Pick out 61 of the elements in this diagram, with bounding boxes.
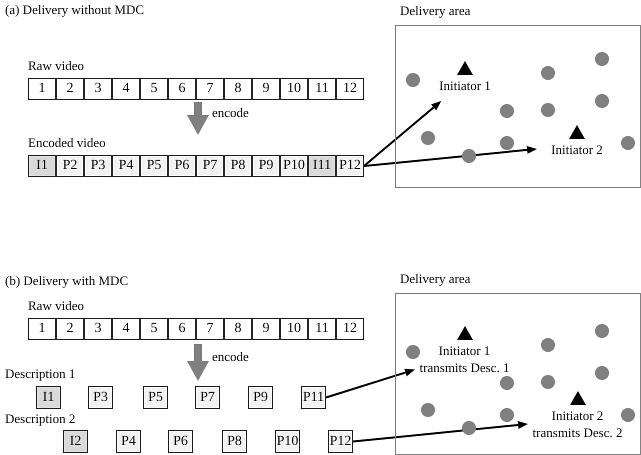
caption-text: Description 2	[5, 411, 76, 427]
frame-cell: P9	[248, 386, 273, 409]
frame-cell: P5	[143, 386, 168, 409]
frame-cell: P6	[168, 155, 196, 177]
frame-cell: P11	[301, 386, 326, 409]
frame-cell: P10	[275, 430, 300, 453]
frame-cell: 6	[168, 318, 196, 340]
frame-cell: 3	[84, 78, 112, 100]
frame-cell: 2	[56, 318, 84, 340]
frame-cell: P7	[196, 155, 224, 177]
caption-text: (b) Delivery with MDC	[5, 273, 128, 289]
initiator-label: Initiator 2 transmits Desc. 2	[532, 407, 624, 441]
frame-cell: P12	[336, 155, 364, 177]
frame-cell: P5	[140, 155, 168, 177]
frame-cell: 4	[112, 78, 140, 100]
frame-cell: P2	[56, 155, 84, 177]
frame-cell: 1	[28, 318, 56, 340]
frame-cell: P8	[222, 430, 247, 453]
frame-cell: P12	[328, 430, 353, 453]
frame-cell: P10	[280, 155, 308, 177]
frame-cell: 8	[224, 78, 252, 100]
frame-cell: P7	[195, 386, 220, 409]
frame-cell: 9	[252, 78, 280, 100]
frame-cell: 2	[56, 78, 84, 100]
frame-cell: 6	[168, 78, 196, 100]
strip-heading: Raw video	[28, 58, 84, 74]
frame-cell: P3	[88, 386, 113, 409]
frame-cell: 4	[112, 318, 140, 340]
frame-cell: P8	[224, 155, 252, 177]
frame-cell: 10	[280, 318, 308, 340]
initiator-label: Initiator 2	[550, 141, 604, 158]
initiator-label: Initiator 1 transmits Desc. 1	[418, 342, 510, 376]
caption-text: Description 1	[5, 366, 76, 382]
strip-heading: Raw video	[28, 298, 84, 314]
frame-cell: 7	[196, 318, 224, 340]
frame-cell: 11	[308, 318, 336, 340]
frame-cell: P3	[84, 155, 112, 177]
frame-cell: I1	[28, 155, 56, 177]
frame-cell: 12	[336, 318, 364, 340]
strip-heading: Encoded video	[28, 135, 106, 151]
frame-cell: P6	[168, 430, 193, 453]
frame-cell: 11	[308, 78, 336, 100]
area-heading: Delivery area	[400, 271, 470, 287]
frame-cell: 8	[224, 318, 252, 340]
frame-cell: 5	[140, 318, 168, 340]
frame-cell: 5	[140, 78, 168, 100]
frame-cell: P9	[252, 155, 280, 177]
frame-cell: 1	[28, 78, 56, 100]
frame-cell: 3	[84, 318, 112, 340]
initiator-label: Initiator 1	[438, 77, 492, 94]
frame-cell: 12	[336, 78, 364, 100]
frame-cell: I2	[63, 430, 88, 453]
frame-cell: 10	[280, 78, 308, 100]
frame-cell: P4	[112, 155, 140, 177]
frame-cell: P4	[116, 430, 141, 453]
frame-cell: I11	[308, 155, 336, 177]
caption-text: (a) Delivery without MDC	[5, 2, 144, 18]
area-heading: Delivery area	[400, 3, 470, 19]
frame-cell: 9	[252, 318, 280, 340]
frame-cell: I1	[36, 386, 61, 409]
frame-cell: 7	[196, 78, 224, 100]
